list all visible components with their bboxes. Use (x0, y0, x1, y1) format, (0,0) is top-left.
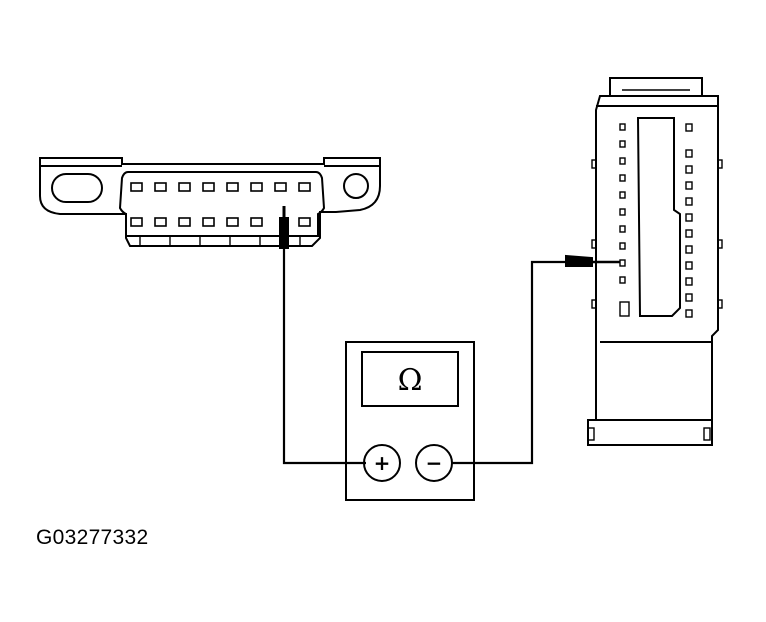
test-lead-positive (282, 248, 366, 465)
negative-terminal (415, 444, 453, 482)
module-left-pin-column (619, 123, 630, 317)
module-probe (565, 254, 620, 267)
connector-probe (279, 206, 289, 249)
ohm-symbol: Ω (398, 363, 423, 398)
module-right-pin-column (685, 123, 693, 318)
positive-terminal (363, 444, 401, 482)
connector-bottom-pin-row (130, 217, 311, 227)
multimeter: Ω + − (345, 341, 475, 501)
diagnostic-connector (39, 157, 381, 247)
connector-top-pin-row (130, 182, 311, 192)
figure-reference-id: G03277332 (36, 526, 149, 549)
meter-display (361, 351, 459, 407)
positive-terminal-label: + (374, 451, 391, 475)
module-connector (587, 77, 723, 446)
negative-terminal-label: − (426, 451, 443, 475)
test-lead-negative (452, 260, 566, 465)
